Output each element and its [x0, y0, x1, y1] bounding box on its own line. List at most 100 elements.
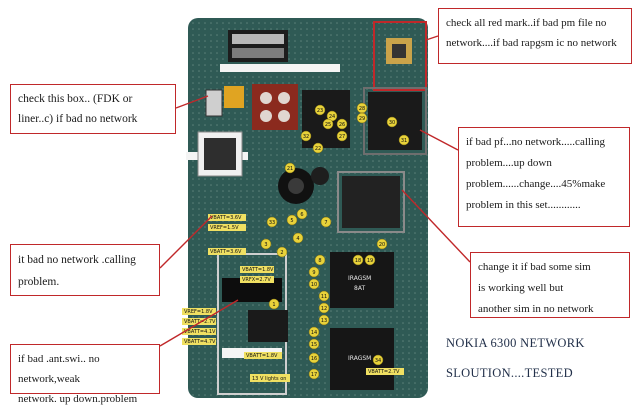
test-point [322, 118, 334, 130]
test-point-number: 13 [321, 318, 327, 324]
test-point-number: 3 [264, 242, 267, 248]
test-point [308, 352, 320, 364]
test-point [308, 326, 320, 338]
test-point [308, 266, 320, 278]
test-point [318, 302, 330, 314]
line-ant [159, 299, 239, 347]
line-bad [159, 215, 213, 269]
note-line: check all red mark..if bad pm file no [446, 17, 607, 29]
caption-title: NOKIA 6300 NETWORK [446, 336, 585, 350]
test-point-number: 25 [325, 122, 331, 128]
svg-text:IRAGSM: IRAGSM [348, 355, 371, 362]
svg-text:VBATT=1.8V: VBATT=1.8V [246, 353, 278, 359]
test-point [318, 314, 330, 326]
test-point [336, 118, 348, 130]
chip-memory-2 [330, 328, 394, 390]
svg-text:VRFX=2.7V: VRFX=2.7V [242, 277, 271, 283]
test-point-number: 4 [296, 236, 299, 242]
test-point [308, 338, 320, 350]
note-line: if bad pf...no network.....calling [466, 136, 605, 148]
test-point [260, 238, 272, 250]
test-point-number: 32 [303, 134, 309, 140]
note-antenna-switch: if bad .ant.swi.. no network,weak networ… [10, 344, 160, 405]
note-line: check this box.. (FDK or [18, 93, 133, 105]
test-point-number: 21 [287, 166, 293, 172]
test-point-number: 33 [269, 220, 275, 226]
note-line: is working well but [478, 282, 564, 294]
test-point [296, 208, 308, 220]
note-fdk-box: check this box.. (FDK or liner..c) if ba… [10, 84, 176, 134]
test-point-number: 23 [317, 108, 323, 114]
test-point-number: 7 [324, 220, 327, 226]
caption-subtitle: SLOUTION....TESTED [446, 366, 573, 380]
note-line: another sim in no network [478, 303, 594, 315]
note-line: liner..c) if bad no network [18, 113, 138, 125]
svg-text:13 V lights on: 13 V lights on [252, 376, 286, 382]
test-point-number: 18 [355, 258, 361, 264]
svg-text:VBATT=2.7V: VBATT=2.7V [368, 369, 400, 375]
test-point-number: 17 [311, 372, 317, 378]
test-point-number: 5 [290, 218, 293, 224]
test-point-number: 27 [339, 134, 345, 140]
test-point [292, 232, 304, 244]
test-point-number: 24 [329, 114, 335, 120]
test-point [318, 290, 330, 302]
note-line: problem in this set............ [466, 199, 581, 211]
test-point [268, 298, 280, 310]
test-point-number: 12 [321, 306, 327, 312]
note-line: problem......change....45%make [466, 178, 606, 190]
test-point-number: 2 [280, 250, 283, 256]
test-point-number: 14 [311, 330, 317, 336]
line-sim [401, 189, 471, 263]
fdk-box [205, 89, 223, 117]
test-point [266, 216, 278, 228]
test-point-number: 1 [272, 302, 275, 308]
test-point [284, 162, 296, 174]
test-point [372, 354, 384, 366]
line-fdk [175, 95, 209, 109]
test-point-number: 16 [311, 356, 317, 362]
test-point-number: 11 [321, 294, 327, 300]
note-line: change it if bad some sim [478, 261, 591, 273]
test-point [356, 112, 368, 124]
test-point-number: 30 [389, 120, 395, 126]
note-line: problem....up down [466, 157, 552, 169]
red-mark-fdk [252, 84, 298, 130]
test-point-number: 8 [318, 258, 321, 264]
note-line: network....if bad rapgsm ic no network [446, 37, 617, 49]
test-point-number: 6 [300, 212, 303, 218]
svg-text:VREF=1.8V: VREF=1.8V [184, 309, 213, 315]
test-point [364, 254, 376, 266]
line-pf [419, 129, 459, 151]
test-point-number: 31 [401, 138, 407, 144]
pcb-board: IRAGSM 8AT IRAGSM VBATT=3.6V VREF=1.5V V… [182, 18, 428, 398]
svg-text:VBATT=3.6V: VBATT=3.6V [210, 249, 242, 255]
test-point [320, 216, 332, 228]
test-point-number: 10 [311, 282, 317, 288]
note-red-mark: check all red mark..if bad pm file no ne… [438, 8, 632, 64]
test-point [386, 116, 398, 128]
test-point-number: 26 [339, 122, 345, 128]
test-point-number: 34 [375, 358, 381, 364]
test-point-number: 29 [359, 116, 365, 122]
test-point [336, 130, 348, 142]
test-point [308, 278, 320, 290]
svg-text:IRAGSM: IRAGSM [348, 275, 371, 282]
red-mark-top [373, 21, 427, 91]
svg-text:VREF=1.5V: VREF=1.5V [210, 225, 239, 231]
test-point-number: 28 [359, 106, 365, 112]
chip-rap [342, 176, 400, 228]
test-point-number: 19 [367, 258, 373, 264]
test-point [276, 246, 288, 258]
test-point-number: 22 [315, 146, 321, 152]
test-point [376, 238, 388, 250]
test-point [314, 104, 326, 116]
note-line: problem. [18, 276, 60, 288]
note-calling-problem: it bad no network .calling problem. [10, 244, 160, 296]
note-pf: if bad pf...no network.....calling probl… [458, 127, 630, 227]
note-line: it bad no network .calling [18, 254, 136, 266]
test-point [308, 368, 320, 380]
test-point [314, 254, 326, 266]
